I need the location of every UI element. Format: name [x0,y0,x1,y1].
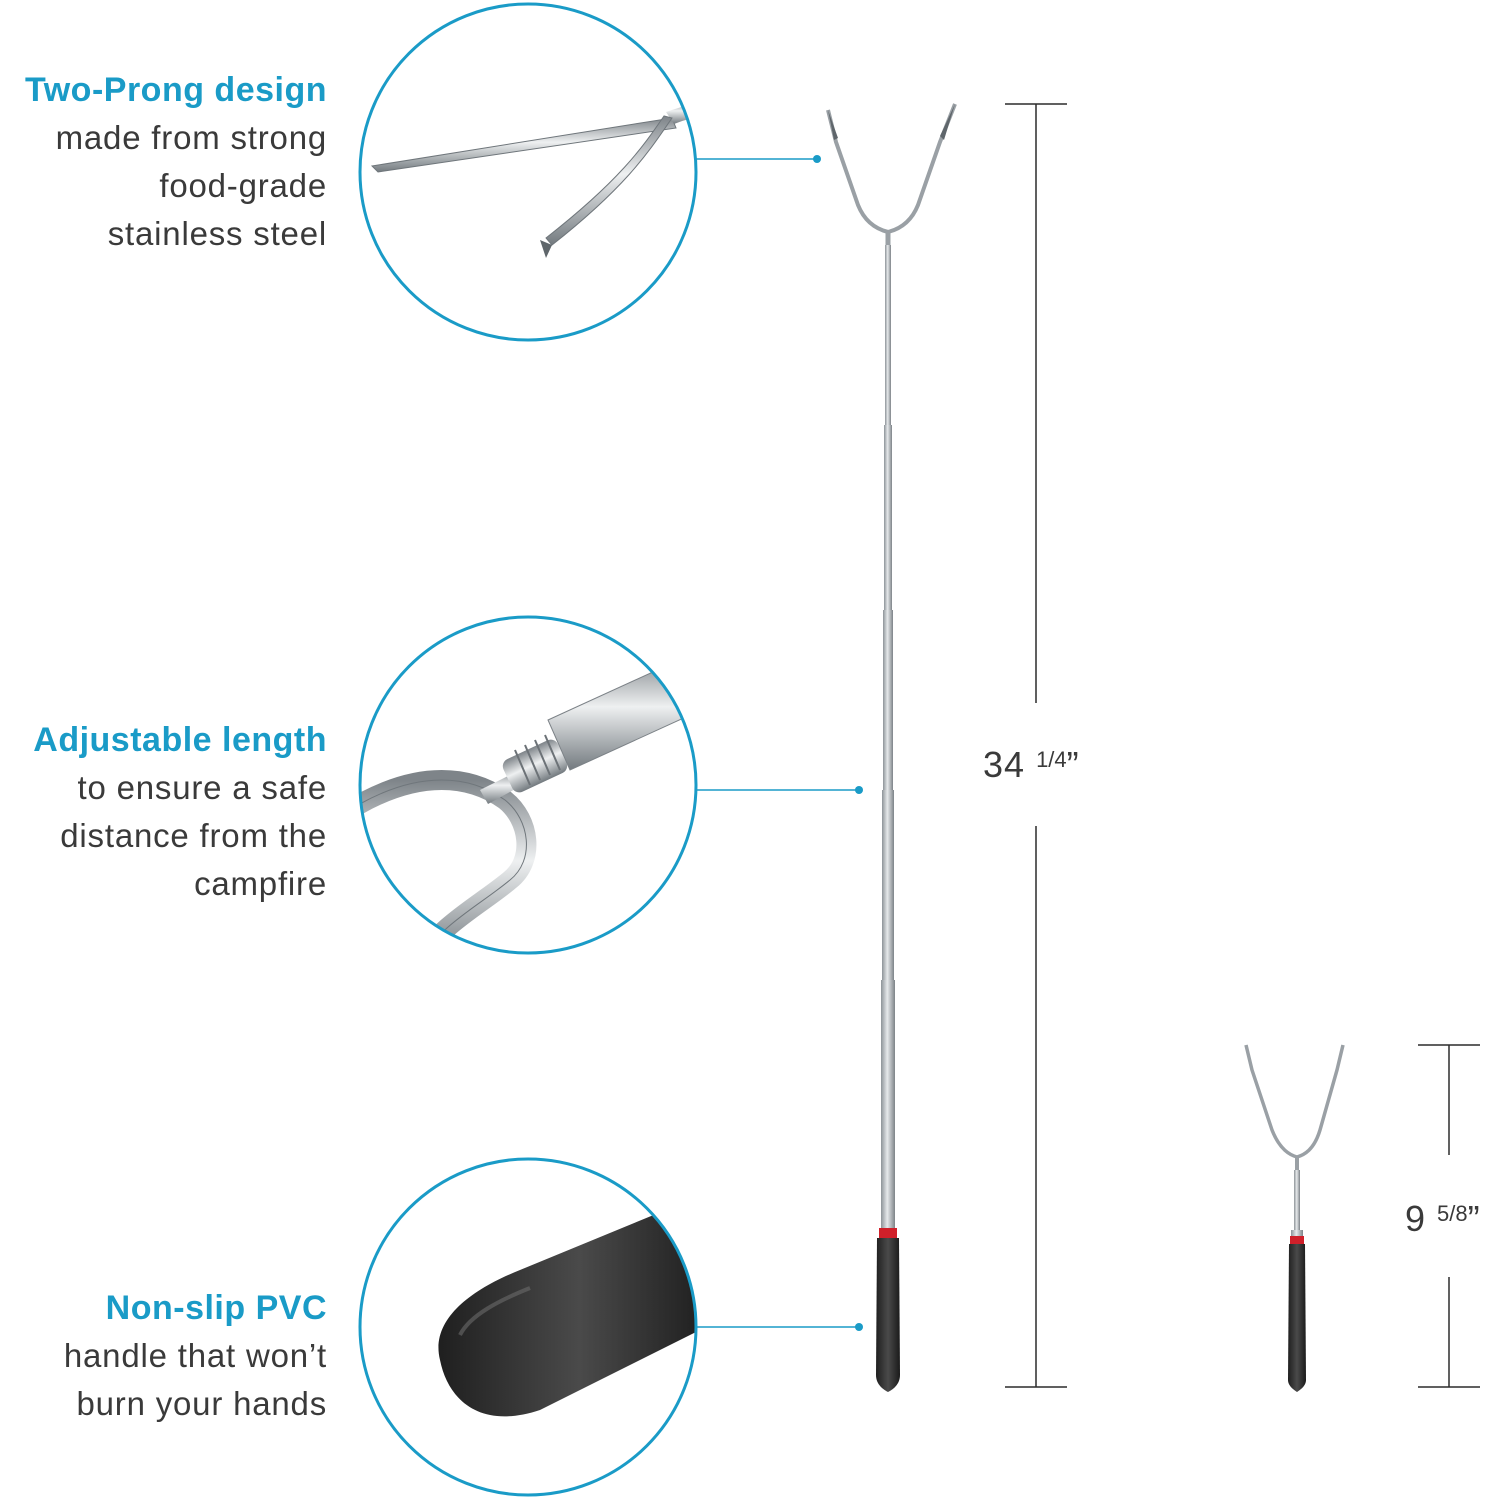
callout-dot-handle [855,1323,863,1331]
collapsed-length-label: 9 5/8” [1405,1198,1481,1240]
telescoping-joint-image [360,654,696,953]
collapsed-length-fraction: 5/8 [1437,1201,1468,1226]
feature-two-prong: Two-Prong design made from strong food-g… [0,66,327,258]
collapsed-length-unit: ” [1467,1198,1481,1239]
extended-length-label: 34 1/4” [983,744,1080,786]
dimension-line-extended [1005,103,1067,1388]
extended-length-unit: ” [1066,744,1080,785]
feature-non-slip-handle: Non-slip PVC handle that won’t burn your… [0,1284,327,1428]
callout-dot-prong [813,155,821,163]
feature-title: Non-slip PVC [105,1289,327,1327]
extended-fork [826,103,957,1392]
feature-title: Two-Prong design [24,71,327,109]
handle-callout [358,1157,698,1497]
prong-closeup-image [370,100,696,258]
collapsed-fork [1244,1044,1345,1392]
feature-title: Adjustable length [33,721,327,759]
feature-description: made from strong food-grade stainless st… [55,119,327,252]
handle-closeup-image [438,1200,696,1417]
prong-closeup-callout [358,2,698,342]
extended-length-whole: 34 [983,744,1026,785]
collapsed-length-whole: 9 [1405,1198,1427,1239]
feature-adjustable-length: Adjustable length to ensure a safe dista… [0,716,327,908]
telescoping-joint-callout [358,615,698,955]
feature-description: to ensure a safe distance from the campf… [60,769,327,902]
extended-length-fraction: 1/4 [1036,747,1067,772]
callout-dot-joint [855,786,863,794]
dimension-line-collapsed [1418,1044,1480,1388]
feature-description: handle that won’t burn your hands [63,1337,327,1422]
